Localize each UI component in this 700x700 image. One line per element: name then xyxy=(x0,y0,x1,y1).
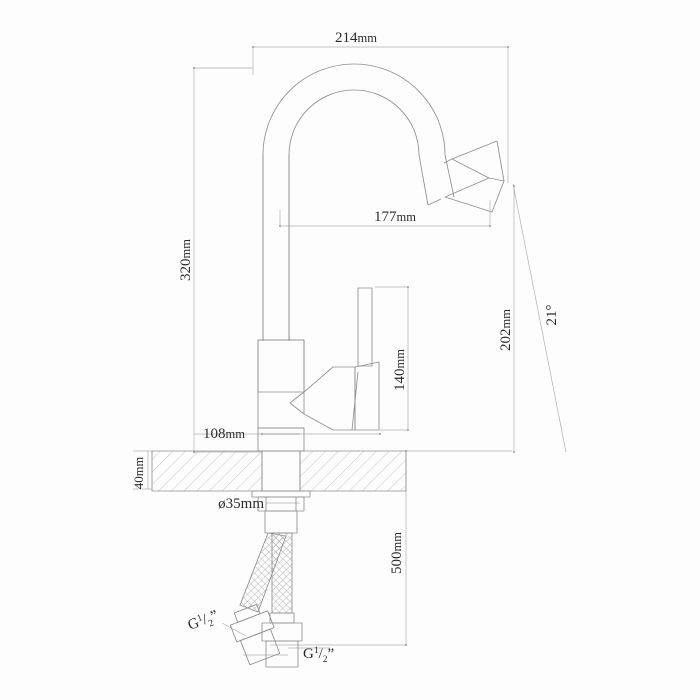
braided-hose-left xyxy=(239,532,287,613)
hose-fitting-right-hex xyxy=(261,622,303,642)
dimension-ticks xyxy=(193,46,515,646)
svg-text:G1/2”: G1/2” xyxy=(303,646,334,665)
gooseneck-spout-outer xyxy=(262,63,455,341)
hose-fitting-left-body xyxy=(240,628,281,666)
handle-base-edge xyxy=(351,371,359,431)
handle-base xyxy=(354,361,380,431)
nozzle-collar-line xyxy=(451,140,498,160)
label-108mm: 108mm xyxy=(203,426,245,442)
valve-notch xyxy=(289,391,305,415)
mounting-flange xyxy=(251,490,311,498)
lever-handle-stem xyxy=(357,287,373,367)
label-thread-right: G1/2” xyxy=(303,646,334,665)
leader-left-thread xyxy=(221,622,247,637)
svg-text:21°: 21° xyxy=(544,305,560,326)
shank-lower xyxy=(264,510,298,534)
valve-housing xyxy=(257,339,305,429)
label-177mm: 177mm xyxy=(374,209,416,225)
label-500mm: 500mm xyxy=(389,532,405,574)
label-320mm: 320mm xyxy=(178,239,194,281)
valve-cone xyxy=(303,366,356,431)
faucet-outline xyxy=(229,63,505,668)
svg-text:108mm: 108mm xyxy=(203,426,245,442)
svg-text:202mm: 202mm xyxy=(498,309,514,351)
countertop-section xyxy=(151,450,407,492)
shank-through-counter xyxy=(261,450,301,492)
riser-collar xyxy=(257,339,305,393)
svg-text:214mm: 214mm xyxy=(335,30,377,46)
nozzle-ring xyxy=(451,158,490,179)
hose-fitting-left-group xyxy=(229,603,281,666)
hose-fitting-right-body xyxy=(265,640,299,668)
label-140mm: 140mm xyxy=(392,349,408,391)
svg-text:320mm: 320mm xyxy=(178,239,194,281)
escutcheon-base xyxy=(257,427,305,452)
label-thread-left: G1/2” xyxy=(186,608,222,637)
dim-line-21deg xyxy=(512,183,567,453)
label-202mm: 202mm xyxy=(498,309,514,351)
label-d35mm: ø35mm xyxy=(218,496,264,512)
svg-text:500mm: 500mm xyxy=(389,532,405,574)
svg-text:140mm: 140mm xyxy=(392,349,408,391)
svg-text:40mm: 40mm xyxy=(131,457,146,490)
mounting-nut xyxy=(257,496,305,512)
nozzle-seam xyxy=(427,198,442,206)
label-21-degree: 21° xyxy=(544,305,560,326)
label-40mm: 40mm xyxy=(131,457,146,490)
svg-text:G1/2”: G1/2” xyxy=(186,608,222,637)
label-214mm: 214mm xyxy=(335,30,377,46)
svg-text:ø35mm: ø35mm xyxy=(218,496,264,512)
svg-text:177mm: 177mm xyxy=(374,209,416,225)
hose-fitting-right-neck xyxy=(269,612,295,624)
gooseneck-spout-inner xyxy=(288,89,429,341)
hose-fitting-left-hex xyxy=(229,610,275,643)
